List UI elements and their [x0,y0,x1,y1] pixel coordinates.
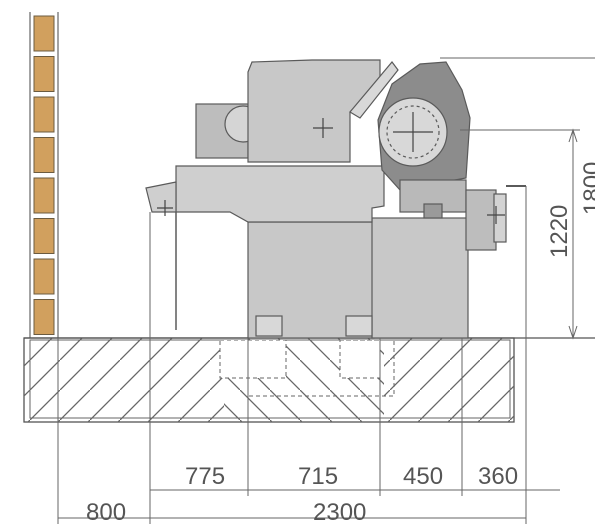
dim-label-775: 775 [185,463,225,490]
dim-label-360: 360 [478,463,518,490]
foundation-ground [23,337,595,423]
dim-label-800: 800 [86,499,126,524]
brick [33,218,55,254]
dimension-labels: 775 715 450 360 800 2300 1220 1800 [86,162,595,524]
machine-body [145,59,526,339]
brick-wall [29,12,59,338]
brick [33,137,55,173]
dimension-lines [57,57,595,524]
dim-label-1220: 1220 [546,205,573,258]
dim-label-2300: 2300 [313,499,366,524]
dim-label-715: 715 [298,463,338,490]
brick [33,177,55,214]
brick [33,56,55,92]
brick [33,299,55,335]
brick [33,15,55,52]
brick [33,96,55,133]
dim-label-1800: 1800 [579,162,595,215]
brick [33,258,55,295]
dim-label-450: 450 [403,463,443,490]
